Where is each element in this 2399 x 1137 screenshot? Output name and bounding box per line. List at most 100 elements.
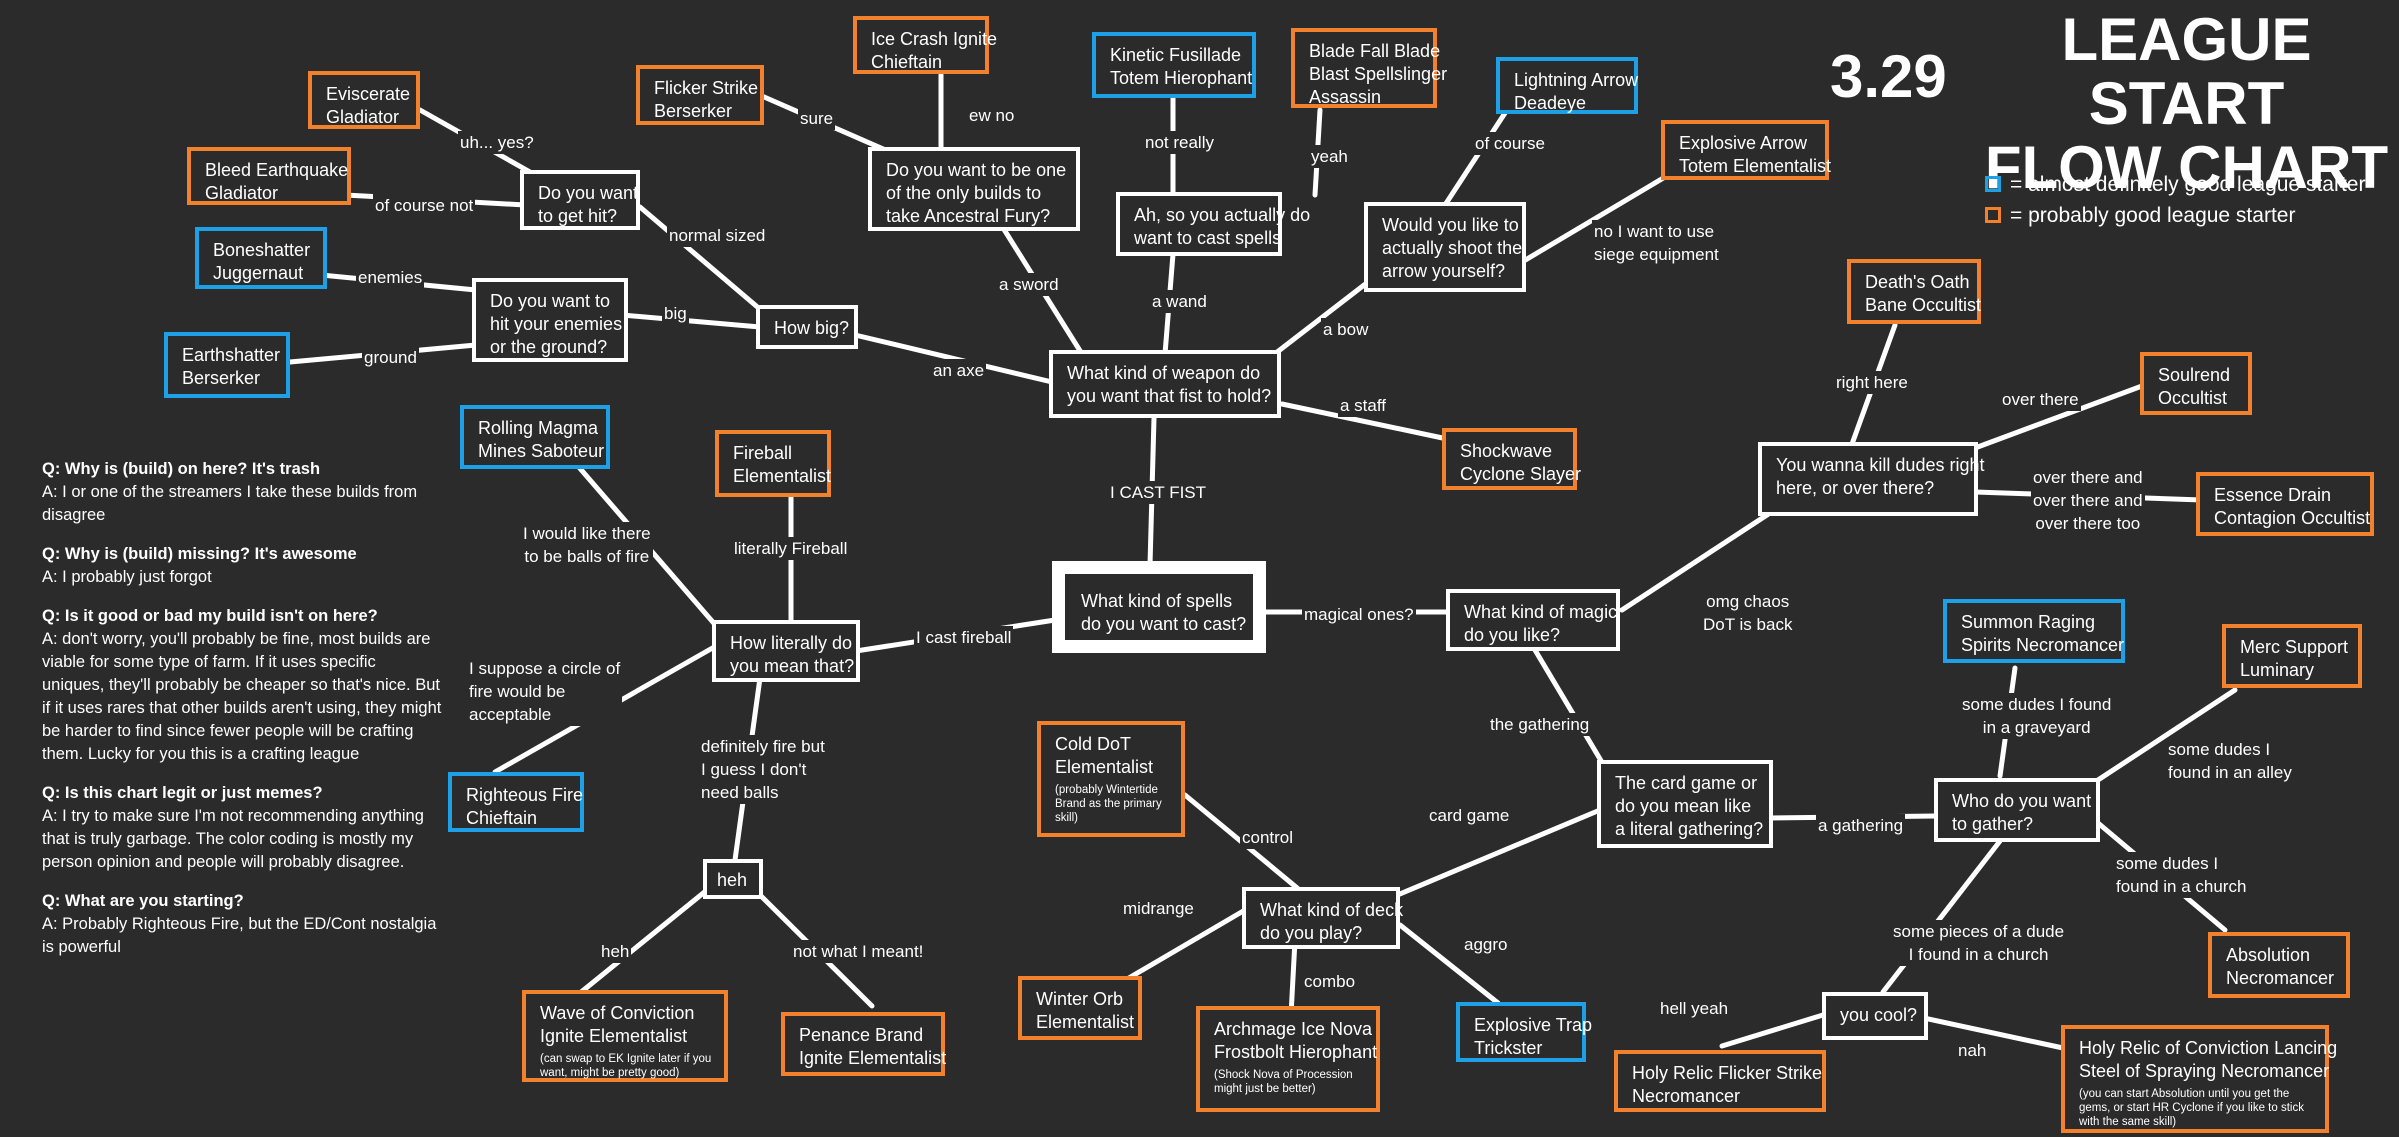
node-text: Archmage Ice Nova Frostbolt Hierophant <box>1214 1019 1378 1062</box>
title-line-2: FLOW CHART <box>1984 134 2389 201</box>
node-text: Winter Orb Elementalist <box>1036 989 1135 1032</box>
node-subtext: (can swap to EK Ignite later if you want… <box>540 1053 712 1079</box>
node-holy-relic-conviction-necromancer: Holy Relic of Conviction Lancing Steel o… <box>2061 1025 2337 1133</box>
faq-item: Q: Why is (build) on here? It's trash A: … <box>42 458 442 527</box>
edge-get-hit-to-how-big <box>637 204 771 319</box>
edge-label-church: some dudes I found in a church <box>2114 852 2249 898</box>
edge-label-yeah: yeah <box>1309 145 1350 168</box>
node-explosive-arrow-elementalist: Explosive Arrow Totem Elementalist <box>1661 120 1831 180</box>
legend-good: = almost definitely good league starter <box>1985 172 2365 198</box>
node-text: Would you like to actually shoot the arr… <box>1382 215 1523 281</box>
legend-blue-swatch <box>1985 176 2001 192</box>
faq-section: Q: Why is (build) on here? It's trash A: … <box>42 458 442 975</box>
node-text: Fireball Elementalist <box>733 443 832 486</box>
node-text: What kind of magic do you like? <box>1464 602 1618 645</box>
node-ice-crash-chieftain: Ice Crash Ignite Chieftain <box>853 16 997 74</box>
faq-question: Q: Is it good or bad my build isn't on h… <box>42 607 378 625</box>
edge-label-over-there-too: over there and over there and over there… <box>2031 466 2145 535</box>
node-fireball-elementalist: Fireball Elementalist <box>715 430 831 497</box>
node-question-card-game: The card game or do you mean like a lite… <box>1597 760 1773 848</box>
node-text: Absolution Necromancer <box>2226 945 2335 988</box>
node-deaths-oath-occultist: Death's Oath Bane Occultist <box>1847 259 1981 324</box>
edge-card-to-deck <box>1373 807 1603 907</box>
node-text: Do you want to hit your enemies or the g… <box>490 291 623 357</box>
node-subtext: (probably Wintertide Brand as the primar… <box>1055 784 1162 824</box>
node-text: Ice Crash Ignite Chieftain <box>871 29 998 72</box>
edge-label-a-sword: a sword <box>997 273 1061 296</box>
node-merc-support-luminary: Merc Support Luminary <box>2222 624 2362 688</box>
node-boneshatter-juggernaut: Boneshatter Juggernaut <box>195 227 327 289</box>
edge-merc-support <box>2095 687 2238 783</box>
node-bleed-earthquake-gladiator: Bleed Earthquake Gladiator <box>187 147 351 205</box>
node-text: Do you want to get hit? <box>538 183 639 226</box>
node-question-magic-kind: What kind of magic do you like? <box>1446 589 1620 651</box>
legend-orange-swatch <box>1985 207 2001 223</box>
edge-label-card-game: card game <box>1427 804 1512 827</box>
faq-answer: A: I try to make sure I'm not recommendi… <box>42 807 424 871</box>
edge-label-sure: sure <box>798 107 836 130</box>
edge-label-right-here: right here <box>1834 371 1910 394</box>
edge-label-heh: heh <box>599 940 632 963</box>
node-text: Wave of Conviction Ignite Elementalist <box>540 1003 695 1046</box>
edge-label-normal-sized: normal sized <box>667 224 768 247</box>
faq-answer: A: I or one of the streamers I take thes… <box>42 483 418 524</box>
node-righteous-fire-chieftain: Righteous Fire Chieftain <box>448 772 584 832</box>
title-version: 3.29 <box>1830 43 1947 110</box>
edge-hit-to-how-big <box>619 312 763 330</box>
node-lightning-arrow-deadeye: Lightning Arrow Deadeye <box>1496 57 1638 114</box>
edge-label-i-cast-fireball: I cast fireball <box>914 626 1014 649</box>
edge-archmage <box>1288 937 1298 1018</box>
node-text: Death's Oath Bane Occultist <box>1865 272 1982 315</box>
faq-answer: A: don't worry, you'll probably be fine,… <box>42 630 442 763</box>
node-text: Rolling Magma Mines Saboteur <box>478 418 605 461</box>
node-question-kill-dudes: You wanna kill dudes right here, or over… <box>1758 442 1984 516</box>
edge-label-graveyard: some dudes I found in a graveyard <box>1960 693 2114 739</box>
edge-label-over-there: over there <box>2000 388 2081 411</box>
node-text: heh <box>717 870 748 890</box>
edge-label-pieces-dude: some pieces of a dude I found in a churc… <box>1891 920 2067 966</box>
node-text: Boneshatter Juggernaut <box>213 240 311 283</box>
edge-label-uh-yes: uh... yes? <box>458 131 536 154</box>
edge-label-of-course-not: of course not <box>373 194 476 217</box>
edge-label-omg-chaos: omg chaos DoT is back <box>1701 590 1795 636</box>
node-cold-dot-elementalist: Cold DoT Elementalist(probably Wintertid… <box>1037 721 1185 837</box>
faq-question: Q: Why is (build) missing? It's awesome <box>42 545 357 563</box>
edge-label-a-gathering: a gathering <box>1816 814 1906 837</box>
node-question-how-literally: How literally do you mean that? <box>712 620 860 682</box>
node-text: Summon Raging Spirits Necromancer <box>1961 612 2125 655</box>
node-earthshatter-berserker: Earthshatter Berserker <box>164 332 290 398</box>
node-question-how-big: How big? <box>756 305 858 349</box>
edge-label-control: control <box>1240 826 1296 849</box>
node-text: Blade Fall Blade Blast Spellslinger Assa… <box>1309 41 1448 107</box>
edge-lightning-arrow <box>1442 110 1508 208</box>
node-text: What kind of deck do you play? <box>1260 900 1404 943</box>
faq-question: Q: Why is (build) on here? It's trash <box>42 460 321 478</box>
node-penance-brand-elementalist: Penance Brand Ignite Elementalist <box>781 1012 946 1076</box>
node-blade-fall-assassin: Blade Fall Blade Blast Spellslinger Assa… <box>1291 28 1447 108</box>
edge-holy-flicker <box>1719 1012 1826 1049</box>
node-kinetic-fusillade-hierophant: Kinetic Fusillade Totem Hierophant <box>1092 32 1256 98</box>
node-text: Holy Relic Flicker Strike Necromancer <box>1632 1063 1823 1106</box>
edge-heh-to-wave <box>577 887 710 996</box>
node-text: Shockwave Cyclone Slayer <box>1460 441 1582 484</box>
edge-label-a-bow: a bow <box>1321 318 1371 341</box>
node-question-heh: heh <box>703 859 763 899</box>
edge-label-definitely-fire: definitely fire but I guess I don't need… <box>699 735 827 804</box>
node-question-spells-kind: What kind of spells do you want to cast? <box>1052 561 1266 653</box>
edge-label-a-wand: a wand <box>1150 290 1209 313</box>
node-text: The card game or do you mean like a lite… <box>1615 773 1764 839</box>
node-subtext: (Shock Nova of Procession might just be … <box>1214 1069 1353 1095</box>
node-question-you-cool: you cool? <box>1822 992 1928 1040</box>
node-question-get-hit: Do you want to get hit? <box>520 170 640 230</box>
legend-probably-text: = probably good league starter <box>2010 204 2296 227</box>
node-text: Explosive Trap Trickster <box>1474 1015 1593 1058</box>
node-shockwave-cyclone-slayer: Shockwave Cyclone Slayer <box>1442 428 1581 490</box>
edge-gather-to-cool <box>1880 838 2003 995</box>
node-question-cast-spells: Ah, so you actually do want to cast spel… <box>1116 192 1310 256</box>
node-eviscerate-gladiator: Eviscerate Gladiator <box>308 71 420 129</box>
node-explosive-trap-trickster: Explosive Trap Trickster <box>1456 1002 1592 1062</box>
node-text: Kinetic Fusillade Totem Hierophant <box>1110 45 1253 88</box>
faq-answer: A: Probably Righteous Fire, but the ED/C… <box>42 915 437 956</box>
